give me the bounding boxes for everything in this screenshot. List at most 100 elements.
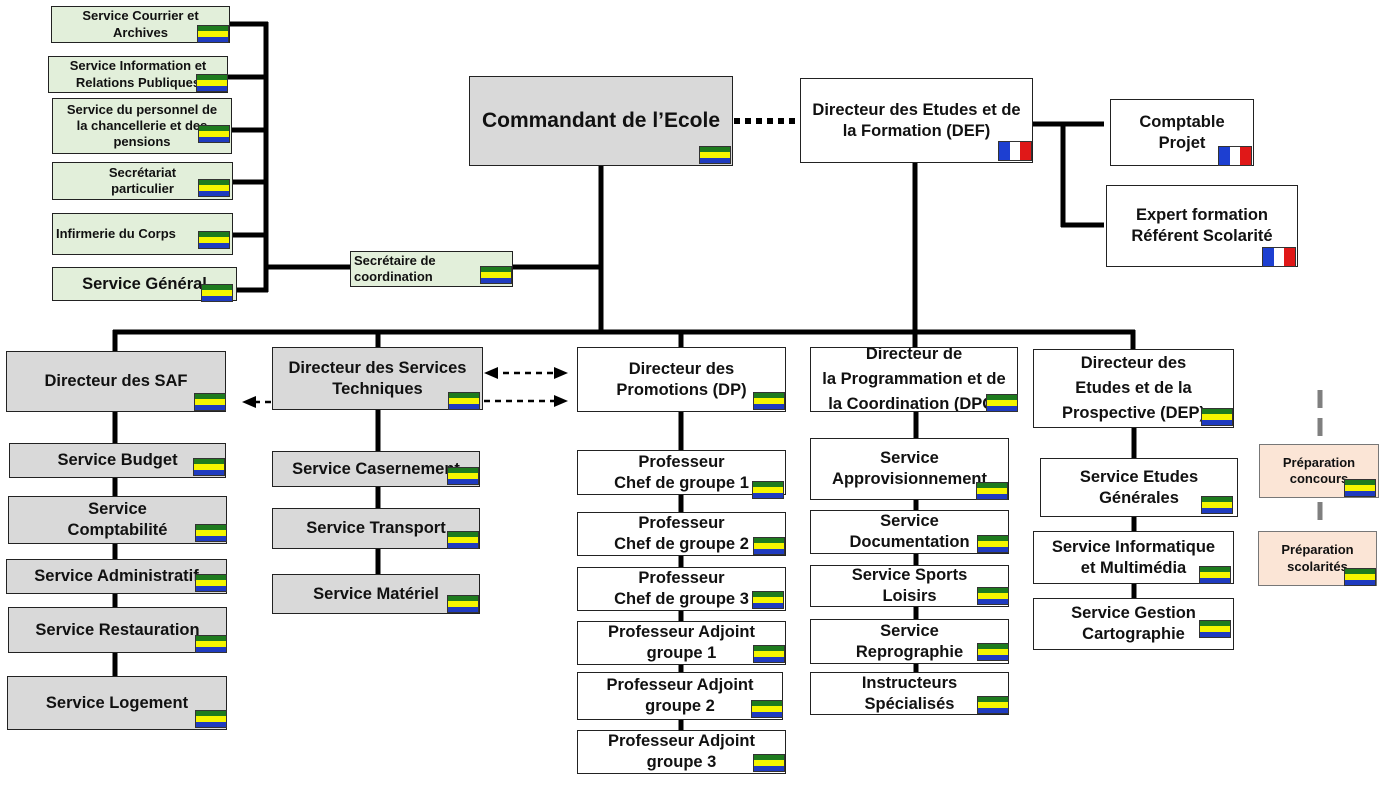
box-text-line: Professeur xyxy=(638,452,725,471)
box-text-line: Service Logement xyxy=(45,693,189,712)
box-text-line: Service Information et xyxy=(69,58,207,74)
box-text-line: Archives xyxy=(113,24,168,40)
box-text-line: Directeur des SAF xyxy=(44,372,188,391)
box-text-line: Techniques xyxy=(332,379,423,398)
dp-professeur-adjoint-groupe-1: Professeur Adjoint groupe 1 xyxy=(577,621,786,665)
director-dst-box: Directeur des Services Techniques xyxy=(272,347,483,410)
box-text-line: Service Général xyxy=(82,274,207,293)
box-text-line: Service xyxy=(880,512,939,531)
gabon-flag-icon xyxy=(198,231,230,249)
box-text-line: Secrétariat xyxy=(108,164,177,180)
box-text-line: Etudes et de la xyxy=(1075,379,1192,398)
france-flag-icon xyxy=(1262,247,1296,267)
box-text-line: Référent Scolarité xyxy=(1131,227,1273,245)
box-text-line: Service Gestion xyxy=(1071,604,1196,623)
box-text-line: Chef de groupe 2 xyxy=(614,535,749,553)
box-text-line: Comptabilité xyxy=(67,521,168,539)
box-text-line: Préparation xyxy=(1281,542,1354,558)
gabon-flag-icon xyxy=(977,696,1009,714)
gabon-flag-icon xyxy=(447,531,479,549)
box-text-line: Loisirs xyxy=(882,587,937,605)
box-text-line: Promotions (DP) xyxy=(616,380,747,399)
gabon-flag-icon xyxy=(447,467,479,485)
box-text-line: groupe 3 xyxy=(646,753,717,771)
gabon-flag-icon xyxy=(1344,568,1376,586)
box-text-line: Directeur des Etudes et de xyxy=(812,100,1021,119)
box-text-line: Directeur de xyxy=(865,347,963,364)
dpc-service-documentation: Service Documentation xyxy=(810,510,1009,554)
gabon-flag-icon xyxy=(197,25,229,43)
box-text-line: Commandant de l’Ecole xyxy=(481,108,721,132)
box-text-line: Secrétaire de xyxy=(354,252,436,268)
box-text-line: Instructeurs xyxy=(861,673,958,692)
dpc-service-reprographie: Service Reprographie xyxy=(810,619,1009,664)
box-text-line: Expert formation xyxy=(1135,206,1269,225)
gabon-flag-icon xyxy=(1199,620,1231,638)
box-text-line: Directeur des xyxy=(1080,354,1187,373)
box-text-line: Service Restauration xyxy=(35,620,200,639)
dst-service-transport: Service Transport xyxy=(272,508,480,549)
gabon-flag-icon xyxy=(976,482,1008,500)
dp-professeur-chef-groupe-2: Professeur Chef de groupe 2 xyxy=(577,512,786,556)
gabon-flag-icon xyxy=(977,587,1009,605)
gabon-flag-icon xyxy=(195,635,227,653)
box-text-line: Directeur des Services xyxy=(288,358,467,377)
box-text-line: groupe 2 xyxy=(645,697,715,715)
gabon-flag-icon xyxy=(977,643,1009,661)
dpc-service-approvisionnement: Service Approvisionnement xyxy=(810,438,1009,500)
gabon-flag-icon xyxy=(751,700,783,718)
gabon-flag-icon xyxy=(753,392,785,410)
box-text-line: groupe 1 xyxy=(646,644,717,662)
box-text-line: Projet xyxy=(1158,133,1206,152)
box-text-line: Service Administratif xyxy=(34,567,199,586)
gabon-flag-icon xyxy=(753,645,785,663)
dpc-service-sports-loisirs: Service Sports Loisirs xyxy=(810,565,1009,607)
box-text-line: particulier xyxy=(111,181,174,196)
gabon-flag-icon xyxy=(198,179,230,197)
preparation-scolarites: Préparation scolarités xyxy=(1258,531,1377,586)
box-text-line: la Formation (DEF) xyxy=(842,121,991,140)
box-text-line: Service Transport xyxy=(306,519,446,538)
box-text-line: concours xyxy=(1289,471,1349,486)
dp-professeur-adjoint-groupe-2: Professeur Adjoint groupe 2 xyxy=(577,672,783,720)
box-text-line: Reprographie xyxy=(855,642,964,661)
box-text-line: Générales xyxy=(1099,488,1179,507)
box-text-line: Service Courrier et xyxy=(82,8,199,24)
box-text-line: Directeur des xyxy=(628,359,735,378)
dst-service-materiel: Service Matériel xyxy=(272,574,480,614)
box-text-line: Professeur xyxy=(638,569,725,588)
box-text-line: Service Budget xyxy=(57,451,178,470)
staff-service-personnel: Service du personnel de la chancellerie … xyxy=(52,98,232,154)
box-text-line: Infirmerie du Corps xyxy=(56,225,176,241)
box-text-line: Préparation xyxy=(1282,454,1356,470)
dst-service-casernement: Service Casernement xyxy=(272,451,480,487)
dp-professeur-chef-groupe-1: Professeur Chef de groupe 1 xyxy=(577,450,786,495)
gabon-flag-icon xyxy=(753,754,785,772)
dp-professeur-chef-groupe-3: Professeur Chef de groupe 3 xyxy=(577,567,786,611)
box-text-line: Service Matériel xyxy=(313,584,439,603)
box-text-line: Service xyxy=(88,500,147,519)
box-text-line: la Coordination (DPC) xyxy=(828,394,1000,412)
gabon-flag-icon xyxy=(1199,566,1231,584)
box-text-line: Approvisionnement xyxy=(832,470,987,488)
gabon-flag-icon xyxy=(752,481,784,499)
saf-service-comptabilite: Service Comptabilité xyxy=(8,496,227,544)
box-text-line: Service Casernement xyxy=(292,459,460,478)
gabon-flag-icon xyxy=(196,74,228,92)
box-text-line: Comptable xyxy=(1139,112,1225,131)
gabon-flag-icon xyxy=(198,125,230,143)
box-text-line: Service Informatique xyxy=(1051,537,1216,556)
box-text-line: Professeur Adjoint xyxy=(608,623,755,642)
commandant-box: Commandant de l’Ecole xyxy=(469,76,733,166)
director-dep-box: Directeur des Etudes et de la Prospectiv… xyxy=(1033,349,1234,428)
box-text-line: Prospective (DEP) xyxy=(1061,403,1206,422)
director-saf-box: Directeur des SAF xyxy=(6,351,226,412)
box-text-line: la Programmation et de xyxy=(822,370,1006,389)
box-text-line: la chancellerie et des xyxy=(76,117,208,133)
gabon-flag-icon xyxy=(480,266,512,284)
gabon-flag-icon xyxy=(195,710,227,728)
box-text-line: Chef de groupe 3 xyxy=(614,590,749,608)
france-flag-icon xyxy=(1218,146,1252,166)
director-dp-box: Directeur des Promotions (DP) xyxy=(577,347,786,412)
box-text-line: Service Etudes xyxy=(1079,467,1199,486)
